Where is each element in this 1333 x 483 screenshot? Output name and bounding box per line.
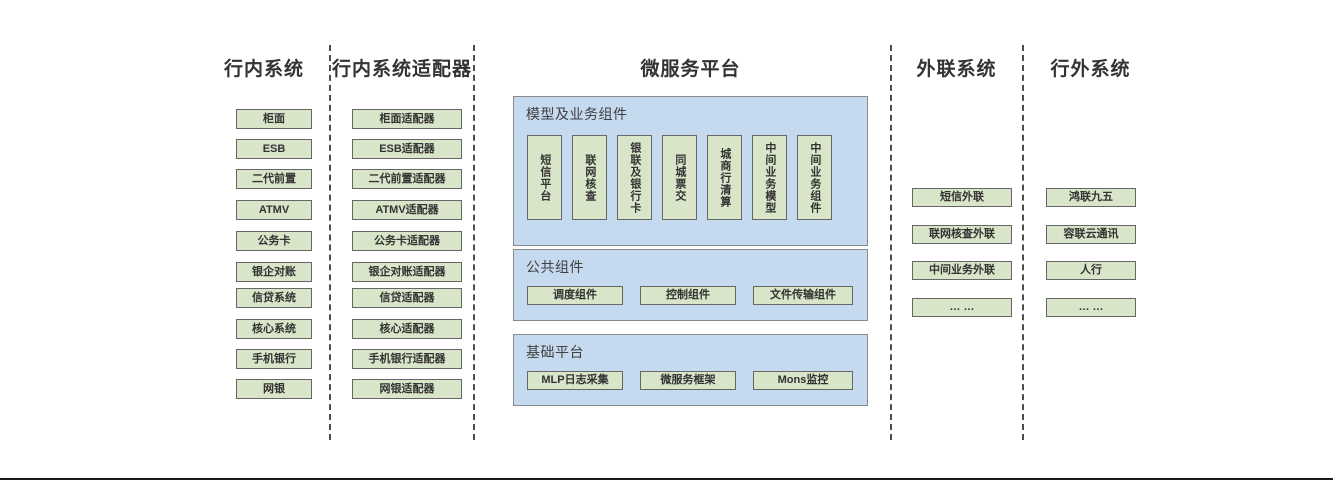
node-external-2[interactable]: 中间业务外联 [912,261,1012,280]
node-inbank-6[interactable]: 信贷系统 [236,288,312,308]
panel-label-model-business-components: 模型及业务组件 [526,106,628,122]
node-model-2[interactable]: 银联及银行卡 [617,135,652,220]
node-outbank-2[interactable]: 人行 [1046,261,1136,280]
node-inbank-adapter-3[interactable]: ATMV适配器 [352,200,462,220]
column-title-external-link: 外联系统 [916,59,997,80]
node-inbank-adapter-8[interactable]: 手机银行适配器 [352,349,462,369]
node-inbank-5[interactable]: 银企对账 [236,262,312,282]
node-inbank-1[interactable]: ESB [236,139,312,159]
node-inbank-9[interactable]: 网银 [236,379,312,399]
node-inbank-adapter-1[interactable]: ESB适配器 [352,139,462,159]
node-inbank-adapter-0[interactable]: 柜面适配器 [352,109,462,129]
node-model-5[interactable]: 中间业务模型 [752,135,787,220]
node-external-3[interactable]: … … [912,298,1012,317]
node-inbank-0[interactable]: 柜面 [236,109,312,129]
column-title-inbank: 行内系统 [223,59,304,80]
node-outbank-0[interactable]: 鸿联九五 [1046,188,1136,207]
column-title-inbank-adapter: 行内系统适配器 [331,59,472,80]
node-base-2[interactable]: Mons监控 [753,371,853,390]
column-title-microservice-platform: 微服务平台 [640,59,741,80]
node-public-0[interactable]: 调度组件 [527,286,623,305]
node-inbank-8[interactable]: 手机银行 [236,349,312,369]
node-model-0[interactable]: 短信平台 [527,135,562,220]
separator-adapter-platform [473,45,475,440]
separator-external-outbank [1022,45,1024,440]
node-base-1[interactable]: 微服务框架 [640,371,736,390]
panel-label-public-components: 公共组件 [526,259,584,275]
separator-inbank-adapter [329,45,331,440]
node-inbank-3[interactable]: ATMV [236,200,312,220]
node-inbank-adapter-4[interactable]: 公务卡适配器 [352,231,462,251]
node-outbank-1[interactable]: 容联云通讯 [1046,225,1136,244]
separator-platform-external [890,45,892,440]
node-model-6[interactable]: 中间业务组件 [797,135,832,220]
node-inbank-adapter-9[interactable]: 网银适配器 [352,379,462,399]
node-inbank-2[interactable]: 二代前置 [236,169,312,189]
node-inbank-7[interactable]: 核心系统 [236,319,312,339]
panel-public-components: 公共组件 [513,249,868,321]
node-public-1[interactable]: 控制组件 [640,286,736,305]
node-base-0[interactable]: MLP日志采集 [527,371,623,390]
node-public-2[interactable]: 文件传输组件 [753,286,853,305]
node-model-3[interactable]: 同城票交 [662,135,697,220]
node-inbank-4[interactable]: 公务卡 [236,231,312,251]
node-model-1[interactable]: 联网核查 [572,135,607,220]
node-inbank-adapter-7[interactable]: 核心适配器 [352,319,462,339]
bottom-divider [0,478,1333,480]
node-external-1[interactable]: 联网核查外联 [912,225,1012,244]
column-title-outbank: 行外系统 [1050,59,1131,80]
node-model-4[interactable]: 城商行清算 [707,135,742,220]
node-inbank-adapter-2[interactable]: 二代前置适配器 [352,169,462,189]
node-inbank-adapter-5[interactable]: 银企对账适配器 [352,262,462,282]
panel-label-base-platform: 基础平台 [526,344,584,360]
node-inbank-adapter-6[interactable]: 信贷适配器 [352,288,462,308]
node-external-0[interactable]: 短信外联 [912,188,1012,207]
panel-base-platform: 基础平台 [513,334,868,406]
node-outbank-3[interactable]: … … [1046,298,1136,317]
